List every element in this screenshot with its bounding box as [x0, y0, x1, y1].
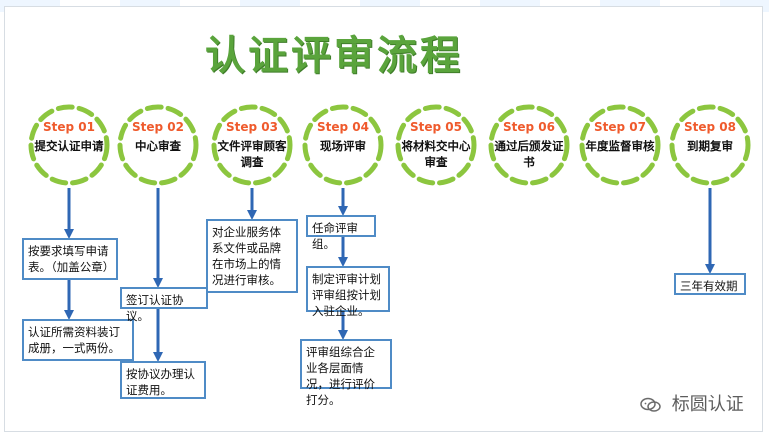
- box-document-review: 对企业服务体系文件或品牌在市场上的情况进行审核。: [206, 219, 298, 293]
- step-label: 提交认证申请: [34, 139, 104, 153]
- step-number: Step 03: [226, 120, 278, 134]
- box-pay-fees: 按协议办理认证费用。: [120, 361, 206, 399]
- step-label: 到期复审: [687, 139, 733, 153]
- step-ring-icon: [211, 104, 293, 186]
- wechat-icon: [640, 397, 661, 412]
- step-number: Step 06: [503, 120, 555, 134]
- step-07: Step 07 年度监督审核: [575, 100, 665, 190]
- step-05: Step 05 将材料交中心审查: [391, 100, 481, 190]
- step-03: Step 03 文件评审顾客调查: [207, 100, 297, 190]
- step-ring-icon: [117, 104, 199, 186]
- step-number: Step 01: [43, 120, 95, 134]
- step-08: Step 08 到期复审: [665, 100, 755, 190]
- step-ring-icon: [28, 104, 110, 186]
- step-01: Step 01 提交认证申请: [24, 100, 114, 190]
- watermark-text: 标圆认证: [671, 394, 744, 415]
- box-three-year-validity: 三年有效期: [674, 273, 746, 295]
- box-appoint-team: 任命评审组。: [306, 215, 376, 251]
- step-number: Step 05: [410, 120, 462, 134]
- step-label: 中心审查: [135, 139, 181, 153]
- box-evaluation: 评审组综合企业各层面情况，进行评价打分。: [300, 339, 392, 407]
- step-ring-icon: [488, 104, 570, 186]
- step-ring-icon: [669, 104, 751, 186]
- step-label: 文件评审顾客调查: [217, 139, 287, 169]
- step-number: Step 07: [594, 120, 646, 134]
- step-ring-icon: [302, 104, 384, 186]
- step-02: Step 02 中心审查: [113, 100, 203, 190]
- step-label: 年度监督审核: [585, 139, 655, 153]
- step-label: 通过后颁发证书: [494, 139, 564, 169]
- step-ring-icon: [395, 104, 477, 186]
- step-ring-icon: [579, 104, 661, 186]
- watermark: 标圆认证: [640, 392, 755, 418]
- step-label: 将材料交中心审查: [401, 139, 471, 169]
- step-number: Step 04: [317, 120, 369, 134]
- step-number: Step 08: [684, 120, 736, 134]
- box-materials-binding: 认证所需资料装订成册，一式两份。: [22, 319, 134, 361]
- step-06: Step 06 通过后颁发证书: [484, 100, 574, 190]
- box-sign-agreement: 签订认证协议。: [120, 287, 208, 323]
- step-number: Step 02: [132, 120, 184, 134]
- step-04: Step 04 现场评审: [298, 100, 388, 190]
- page-title: 认证评审流程: [205, 33, 463, 79]
- box-review-plan: 制定评审计划评审组按计划入驻企业。: [306, 266, 390, 318]
- step-label: 现场评审: [320, 139, 366, 153]
- box-application-form: 按要求填写申请表。（加盖公章）: [22, 238, 118, 280]
